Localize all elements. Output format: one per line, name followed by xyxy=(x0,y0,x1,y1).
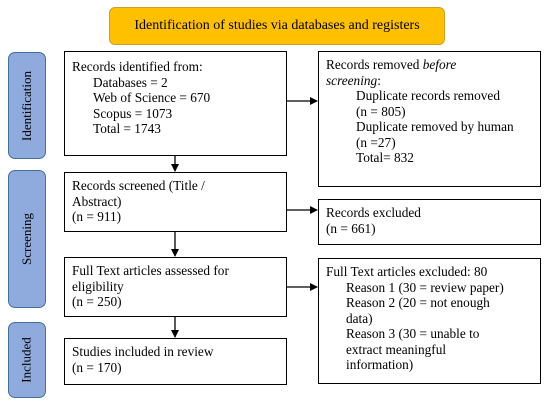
removed-title-line2: screening: xyxy=(326,73,533,89)
removed-item: Total= 832 xyxy=(356,150,414,165)
screened-line: Records screened (Title / xyxy=(72,178,205,193)
fulltext-excluded-item: Reason 1 (30 = review paper) xyxy=(346,279,504,295)
stage-tab-screening: Screening xyxy=(8,170,46,308)
removed-title-em-before: before xyxy=(422,57,457,72)
fulltext-excluded-item: information) xyxy=(346,357,414,372)
removed-title-line1: Records removed before xyxy=(326,57,533,73)
included-line: (n = 170) xyxy=(72,359,122,375)
removed-item: Duplicate removed by human xyxy=(356,119,514,134)
removed-title-suffix: : xyxy=(377,72,381,88)
fulltext-excluded-item: Reason 3 (30 = unable to xyxy=(346,326,480,341)
records-removed-box: Records removed before screening: Duplic… xyxy=(318,51,541,187)
identified-item: Scopus = 1073 xyxy=(93,105,173,121)
screened-line: (n = 911) xyxy=(72,209,122,224)
identified-item: Total = 1743 xyxy=(93,121,161,136)
fulltext-excluded-title: Full Text articles excluded: 80 xyxy=(326,264,488,279)
removed-title-em-screening: screening xyxy=(326,72,378,88)
fulltext-excluded-item: data) xyxy=(346,310,373,326)
excluded-line: (n = 661) xyxy=(326,220,376,236)
stage-tab-identification: Identification xyxy=(8,52,46,159)
assessed-line: eligibility xyxy=(72,278,124,294)
identified-item: Web of Science = 670 xyxy=(93,90,211,105)
included-line: Studies included in review xyxy=(72,344,214,359)
removed-title-prefix: Records removed xyxy=(326,57,423,72)
assessed-line: (n = 250) xyxy=(72,294,122,309)
identified-item: Databases = 2 xyxy=(93,74,168,90)
records-screened-box: Records screened (Title / Abstract) (n =… xyxy=(64,172,287,232)
records-excluded-box: Records excluded (n = 661) xyxy=(318,199,541,245)
assessed-line: Full Text articles assessed for xyxy=(72,263,229,278)
fulltext-excluded-item: Reason 2 (20 = not enough xyxy=(346,295,490,310)
screened-line: Abstract) xyxy=(72,193,122,209)
excluded-line: Records excluded xyxy=(326,205,421,220)
fulltext-excluded-box: Full Text articles excluded: 80 Reason 1… xyxy=(318,258,541,384)
studies-included-box: Studies included in review (n = 170) xyxy=(64,338,287,385)
fulltext-excluded-item: extract meaningful xyxy=(346,341,447,357)
fulltext-assessed-box: Full Text articles assessed for eligibil… xyxy=(64,257,287,317)
stage-tab-included: Included xyxy=(8,322,46,398)
removed-item: (n =27) xyxy=(356,134,396,150)
removed-item: Duplicate records removed xyxy=(356,88,500,103)
records-identified-box: Records identified from: Databases = 2 W… xyxy=(64,51,287,156)
header-title: Identification of studies via databases … xyxy=(134,18,420,33)
header-banner: Identification of studies via databases … xyxy=(109,7,445,45)
identified-title: Records identified from: xyxy=(72,59,203,74)
removed-item: (n = 805) xyxy=(356,103,406,119)
